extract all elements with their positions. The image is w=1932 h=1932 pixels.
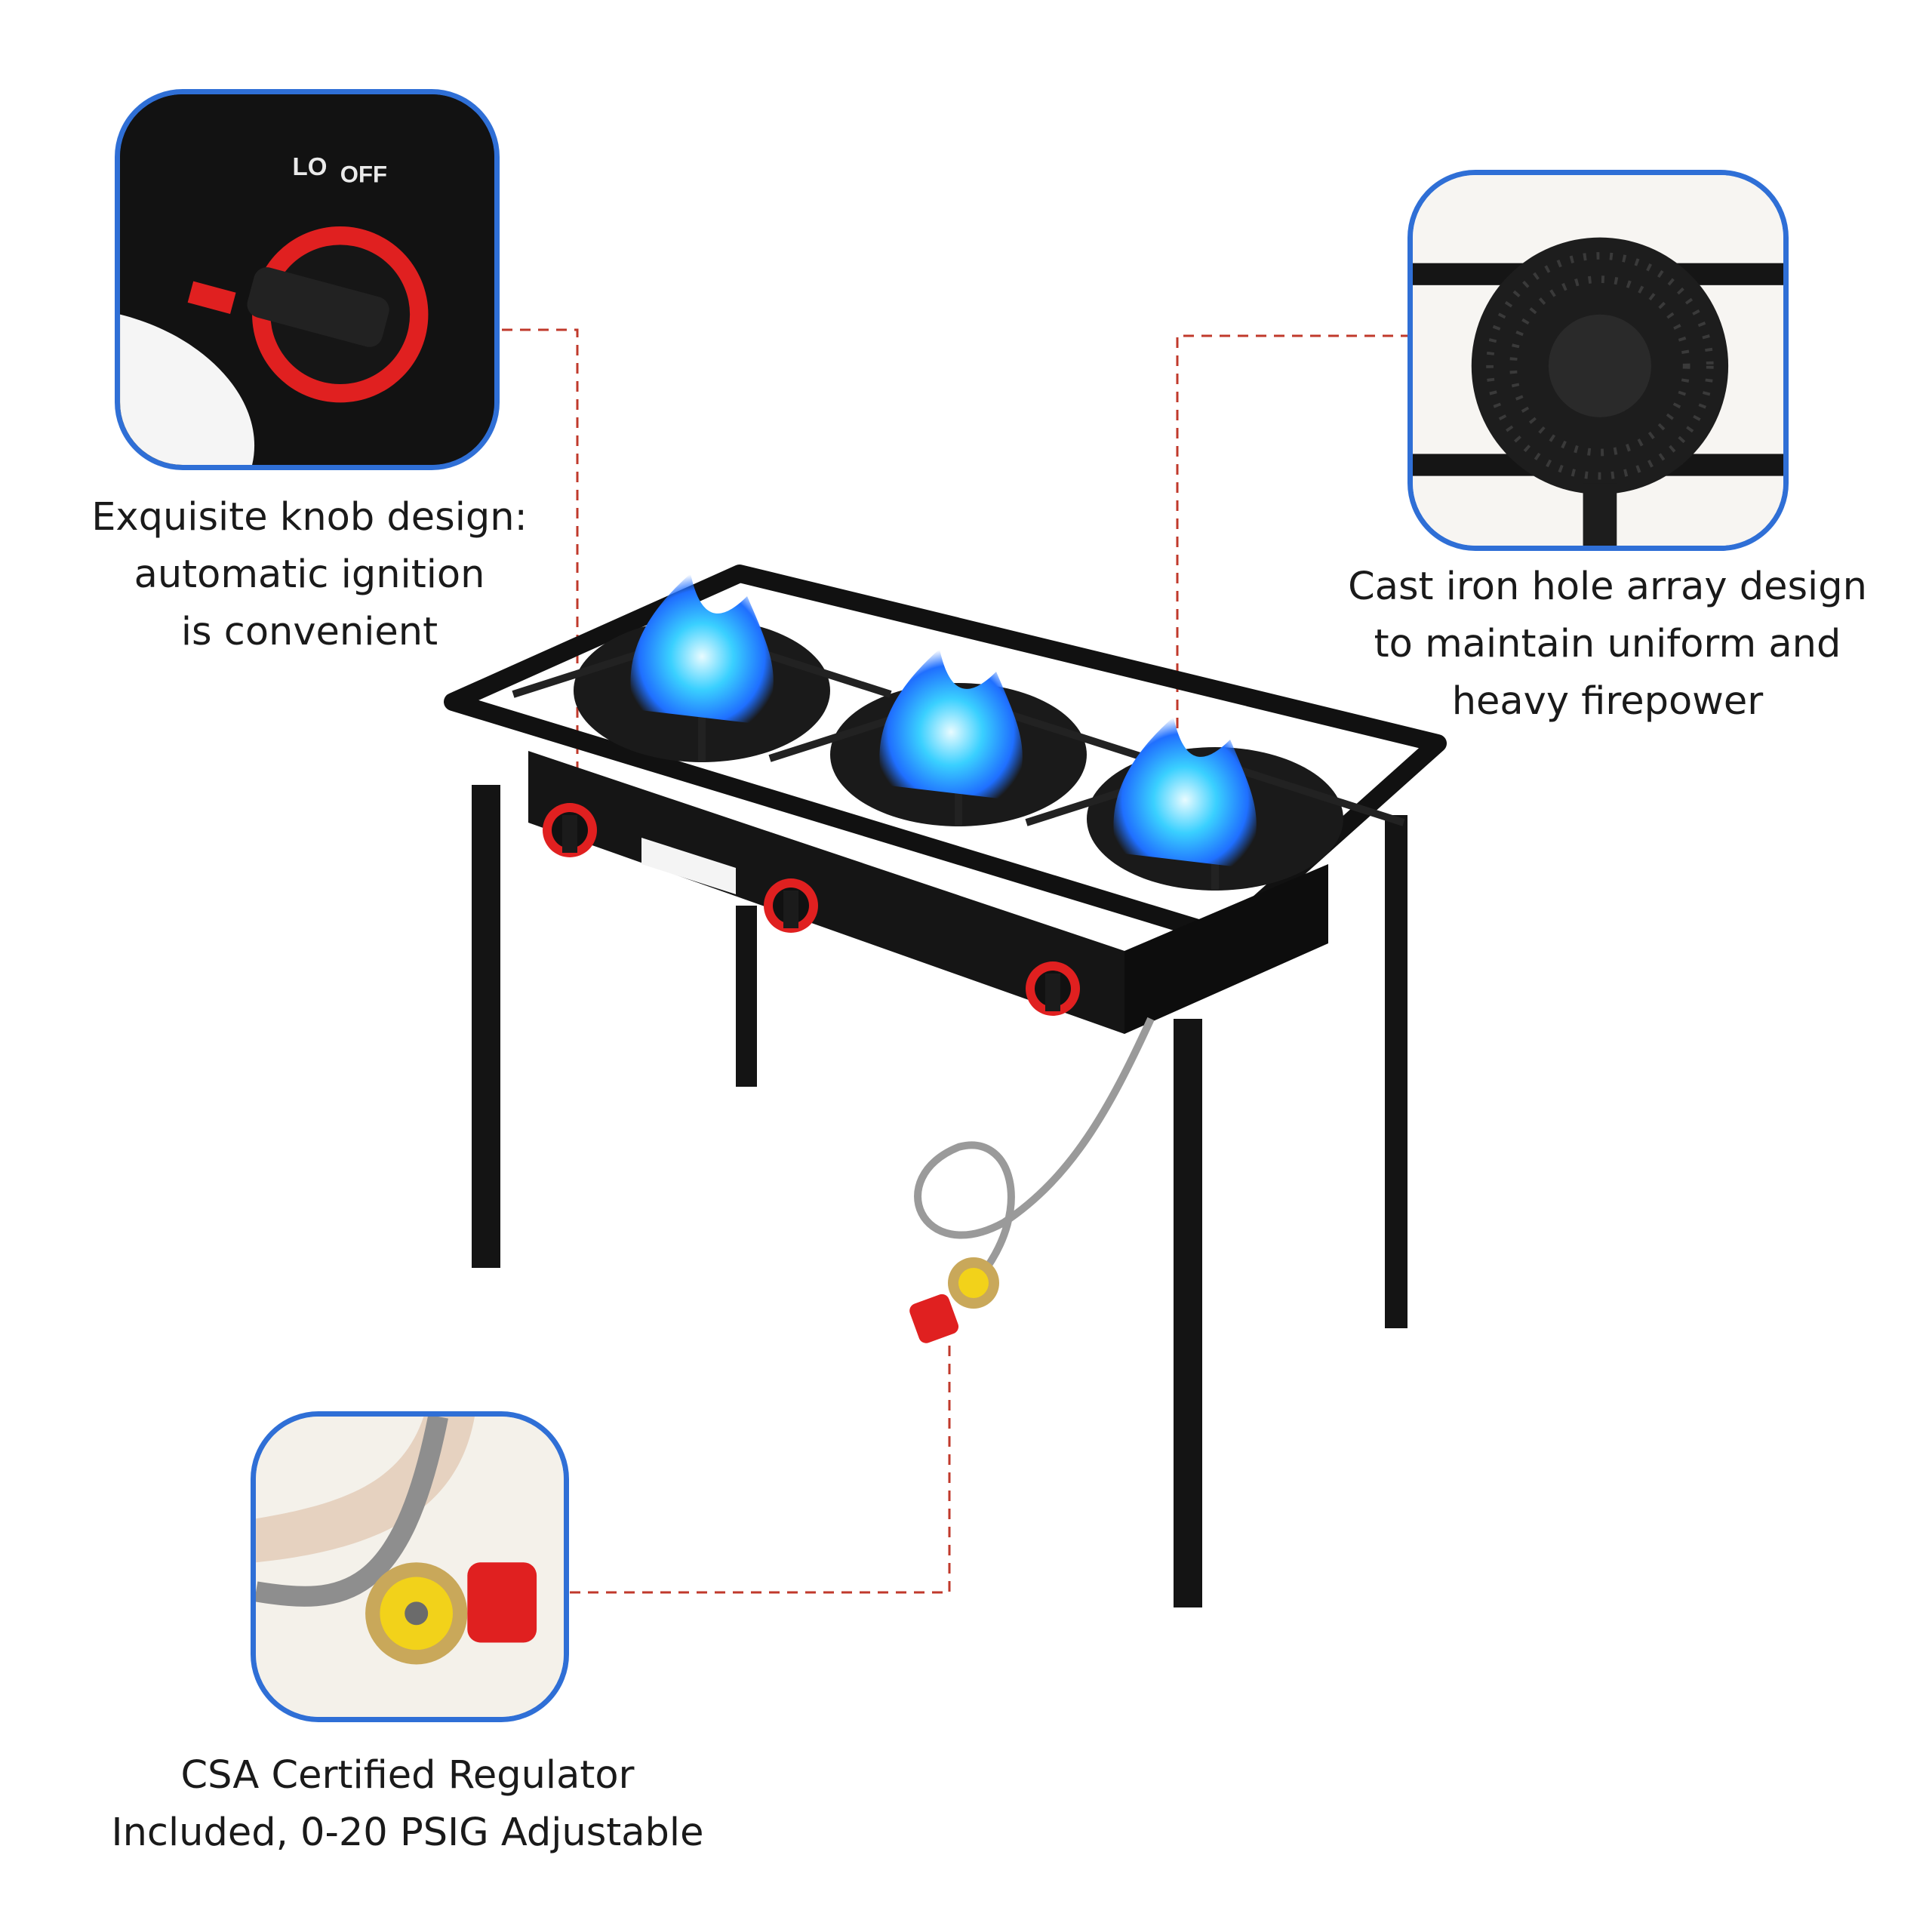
knob-detail-inset: LO OFF xyxy=(115,89,500,470)
regulator-caption-line-1: CSA Certified Regulator xyxy=(180,1753,635,1798)
knob-label-lo: LO xyxy=(293,153,328,181)
knob-caption-line-1: Exquisite knob design: xyxy=(91,495,528,540)
burner-detail-inset xyxy=(1407,170,1789,551)
burner-caption-line-3: heavy firepower xyxy=(1451,679,1764,724)
control-knob-3[interactable] xyxy=(1026,961,1080,1016)
knob-closeup: LO OFF xyxy=(120,94,494,465)
flame-3 xyxy=(1113,717,1257,868)
regulator-caption-line-2: Included, 0-20 PSIG Adjustable xyxy=(111,1810,704,1855)
knob-caption-line-2: automatic ignition xyxy=(134,552,485,597)
burner-caption-line-2: to maintain uniform and xyxy=(1374,622,1841,666)
control-knob-2[interactable] xyxy=(764,878,818,933)
gas-hose xyxy=(914,1017,1155,1278)
cast-iron-burner-closeup xyxy=(1413,175,1783,546)
burner-caption: Cast iron hole array design to maintain … xyxy=(1313,558,1902,731)
top-frame xyxy=(444,565,1447,945)
control-knob-1[interactable] xyxy=(543,803,597,857)
knob-label-off: OFF xyxy=(340,162,387,188)
burner-caption-line-1: Cast iron hole array design xyxy=(1348,565,1867,609)
control-panel xyxy=(528,751,1124,1034)
knob-caption-line-3: is convenient xyxy=(180,610,438,654)
regulator xyxy=(909,1257,999,1343)
regulator-closeup xyxy=(256,1417,564,1717)
flame-1 xyxy=(630,574,774,724)
regulator-detail-inset xyxy=(251,1411,569,1722)
regulator-caption: CSA Certified Regulator Included, 0-20 P… xyxy=(75,1747,740,1862)
brand-plate xyxy=(641,838,736,894)
right-side-panel xyxy=(1124,864,1328,1034)
back-right-leg xyxy=(1385,815,1407,1328)
back-left-leg xyxy=(736,906,757,1087)
flame-2 xyxy=(879,649,1023,800)
front-left-leg xyxy=(472,785,500,1268)
knob-caption: Exquisite knob design: automatic ignitio… xyxy=(30,489,589,661)
front-right-leg xyxy=(1174,1019,1202,1607)
